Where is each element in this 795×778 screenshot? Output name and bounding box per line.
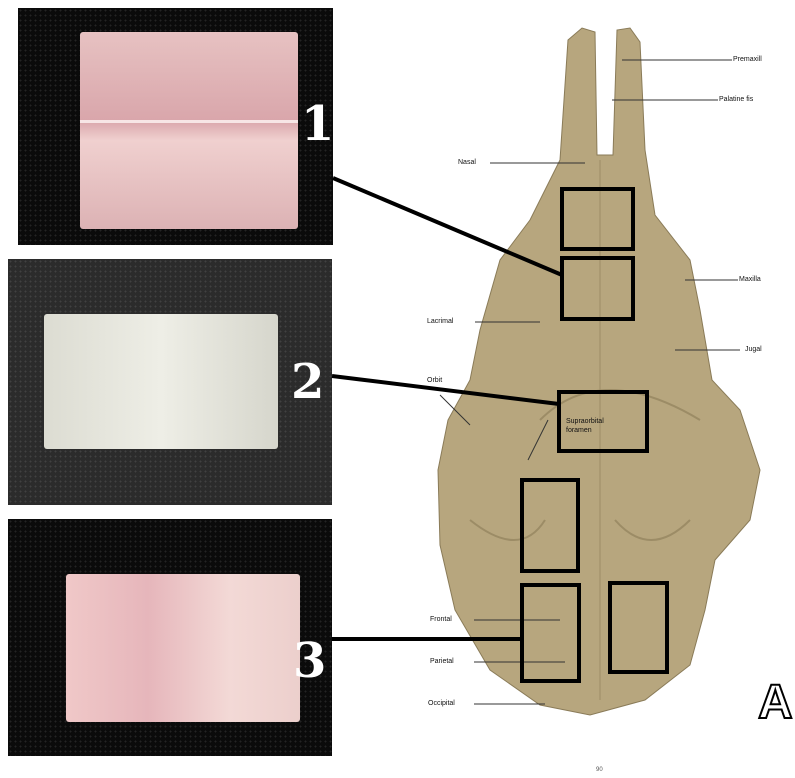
label-nasal: Nasal bbox=[458, 159, 476, 166]
label-palatine: Palatine fis bbox=[719, 96, 753, 103]
label-occipital: Occipital bbox=[428, 700, 455, 707]
label-frontal: Frontal bbox=[430, 616, 452, 623]
label-jugal: Jugal bbox=[745, 346, 762, 353]
label-supraorbital: Supraorbital foramen bbox=[566, 417, 626, 435]
label-lacrimal: Lacrimal bbox=[427, 318, 453, 325]
panel-letter: A bbox=[758, 676, 793, 729]
label-parietal: Parietal bbox=[430, 658, 454, 665]
label-premaxilla: Premaxill bbox=[733, 56, 762, 63]
skull-outline bbox=[438, 28, 760, 715]
label-orbit: Orbit bbox=[427, 377, 442, 384]
page-number: 90 bbox=[596, 767, 603, 773]
label-maxilla: Maxilla bbox=[739, 276, 761, 283]
